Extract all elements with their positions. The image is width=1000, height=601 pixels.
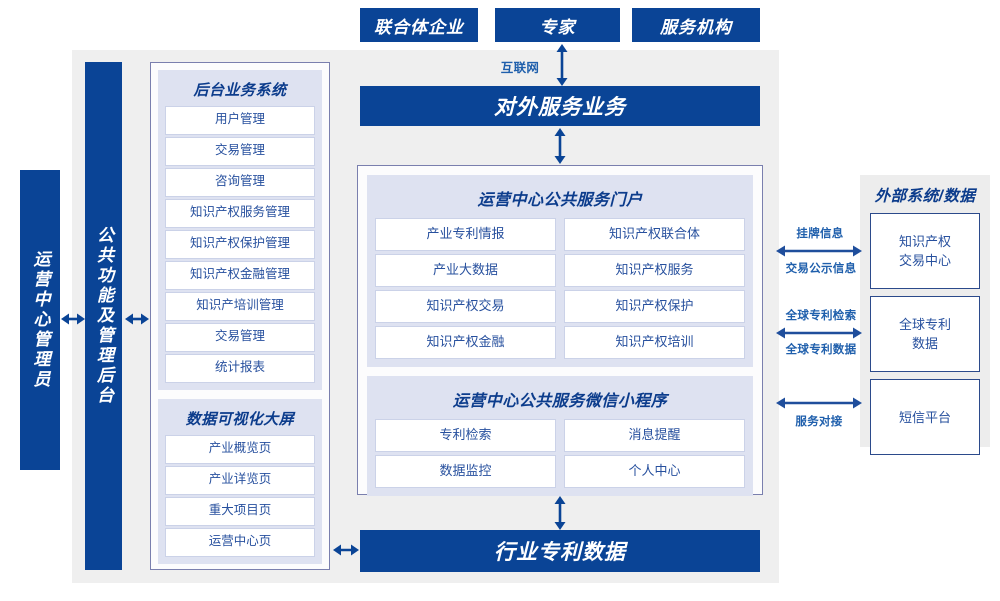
service-to-portal-arrow — [552, 128, 568, 164]
external-box-ip-trading-center[interactable]: 知识产权 交易中心 — [870, 213, 980, 289]
role-bar-operator[interactable]: 运营中心管理员 — [20, 170, 60, 470]
group-title: 运营中心公共服务微信小程序 — [452, 393, 668, 410]
external-box-label: 短信平台 — [898, 409, 951, 425]
portal-item-ip-service[interactable]: 知识产权服务 — [564, 254, 745, 287]
role-bar-platform-admin[interactable]: 公共功能及管理后台 — [85, 62, 122, 570]
group-title: 后台业务系统 — [193, 82, 287, 99]
backend-item-trade-mgmt[interactable]: 交易管理 — [165, 137, 315, 166]
viz-item-major-projects[interactable]: 重大项目页 — [165, 497, 315, 526]
operator-platform-arrow — [61, 311, 85, 327]
group-title: 运营中心公共服务门户 — [477, 192, 643, 209]
viz-item-industry-overview[interactable]: 产业概览页 — [165, 435, 315, 464]
mini-item-notification[interactable]: 消息提醒 — [564, 419, 745, 452]
internet-label: 互联网 — [500, 61, 540, 75]
viz-item-industry-detail[interactable]: 产业详览页 — [165, 466, 315, 495]
internet-connector-arrow — [554, 44, 570, 86]
group-data-visualization-screen: 数据可视化大屏 产业概览页 产业详览页 重大项目页 运营中心页 — [158, 399, 322, 564]
viz-item-operation-center[interactable]: 运营中心页 — [165, 528, 315, 557]
portal-to-industry-data-arrow — [552, 496, 568, 530]
backend-item-trade-mgmt-2[interactable]: 交易管理 — [165, 323, 315, 352]
external-box-label: 知识产权 交易中心 — [898, 234, 951, 268]
industry-patent-data-label: 行业专利数据 — [494, 541, 626, 564]
connector-label-global-patent-data: 全球专利数据 — [785, 344, 857, 356]
external-systems-panel: 外部系统/数据 知识产权 交易中心 全球专利 数据 短信平台 — [860, 175, 990, 455]
mini-item-user-center[interactable]: 个人中心 — [564, 455, 745, 488]
group-title: 数据可视化大屏 — [185, 411, 295, 428]
backend-item-user-mgmt[interactable]: 用户管理 — [165, 106, 315, 135]
portal-item-ip-finance[interactable]: 知识产权金融 — [375, 326, 556, 359]
external-box-global-patent-data[interactable]: 全球专利 数据 — [870, 296, 980, 372]
backend-item-consult-mgmt[interactable]: 咨询管理 — [165, 168, 315, 197]
role-platform-label: 公共功能及管理后台 — [94, 226, 113, 406]
actor-box-expert[interactable]: 专家 — [495, 8, 620, 42]
external-panel-title: 外部系统/数据 — [874, 188, 976, 205]
connector-arrow-ip-trading-center — [776, 243, 862, 259]
role-operator-label: 运营中心管理员 — [30, 250, 50, 390]
backend-systems-panel: 后台业务系统 用户管理 交易管理 咨询管理 知识产权服务管理 知识产权保护管理 … — [150, 62, 330, 570]
backend-to-industry-data-arrow — [333, 542, 359, 558]
backend-item-ip-protect-mgmt[interactable]: 知识产权保护管理 — [165, 230, 315, 259]
public-service-panel: 运营中心公共服务门户 产业专利情报 知识产权联合体 产业大数据 知识产权服务 知… — [357, 165, 763, 496]
portal-item-industry-bigdata[interactable]: 产业大数据 — [375, 254, 556, 287]
external-service-label: 对外服务业务 — [494, 96, 626, 119]
connector-label-global-patent-search: 全球专利检索 — [785, 310, 857, 322]
actor-label: 联合体企业 — [374, 17, 464, 37]
connector-arrow-global-patent-data — [776, 325, 862, 341]
external-box-label: 全球专利 数据 — [898, 317, 951, 351]
backend-item-ip-training-mgmt[interactable]: 知识产培训管理 — [165, 292, 315, 321]
connector-label-listing-info: 挂牌信息 — [796, 228, 844, 240]
group-backend-business-system: 后台业务系统 用户管理 交易管理 咨询管理 知识产权服务管理 知识产权保护管理 … — [158, 70, 322, 390]
actor-box-service-org[interactable]: 服务机构 — [632, 8, 760, 42]
backend-item-ip-service-mgmt[interactable]: 知识产权服务管理 — [165, 199, 315, 228]
actor-box-consortium[interactable]: 联合体企业 — [360, 8, 478, 42]
group-operation-center-portal: 运营中心公共服务门户 产业专利情报 知识产权联合体 产业大数据 知识产权服务 知… — [367, 175, 753, 367]
portal-item-industry-patent-intel[interactable]: 产业专利情报 — [375, 218, 556, 251]
actor-label: 服务机构 — [660, 17, 732, 37]
mini-item-patent-search[interactable]: 专利检索 — [375, 419, 556, 452]
industry-patent-data-bar[interactable]: 行业专利数据 — [360, 530, 760, 572]
portal-item-ip-training[interactable]: 知识产权培训 — [564, 326, 745, 359]
portal-item-ip-protection[interactable]: 知识产权保护 — [564, 290, 745, 323]
connector-arrow-sms-platform — [776, 395, 862, 411]
group-wechat-miniprogram: 运营中心公共服务微信小程序 专利检索 消息提醒 数据监控 个人中心 — [367, 376, 753, 496]
connector-label-service-docking: 服务对接 — [795, 416, 843, 428]
platform-backend-arrow — [125, 311, 149, 327]
backend-item-ip-finance-mgmt[interactable]: 知识产权金融管理 — [165, 261, 315, 290]
portal-item-ip-consortium[interactable]: 知识产权联合体 — [564, 218, 745, 251]
external-box-sms-platform[interactable]: 短信平台 — [870, 379, 980, 455]
backend-item-statistics[interactable]: 统计报表 — [165, 354, 315, 383]
portal-item-ip-trade[interactable]: 知识产权交易 — [375, 290, 556, 323]
actor-label: 专家 — [539, 17, 576, 37]
external-service-bar[interactable]: 对外服务业务 — [360, 86, 760, 126]
connector-label-trade-public-info: 交易公示信息 — [785, 263, 857, 275]
mini-item-data-monitor[interactable]: 数据监控 — [375, 455, 556, 488]
